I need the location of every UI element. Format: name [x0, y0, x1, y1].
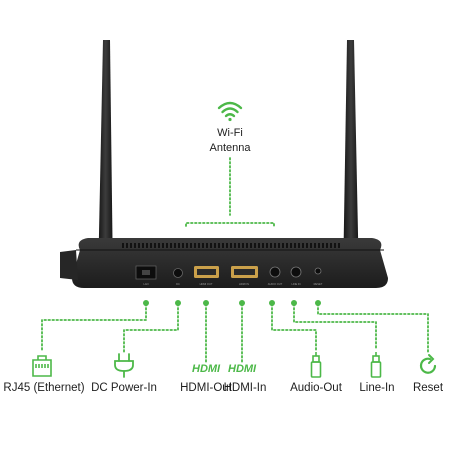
vent-slot	[210, 243, 212, 248]
vent-slot	[222, 243, 224, 248]
vent-slot	[250, 243, 252, 248]
vent-slot	[134, 243, 136, 248]
vent-slot	[290, 243, 292, 248]
vent-slot	[182, 243, 184, 248]
label-line-in: Line-In	[359, 382, 395, 394]
reset-arrow-icon	[419, 354, 437, 374]
vent-slot	[326, 243, 328, 248]
vent-slot	[190, 243, 192, 248]
vent-slot	[282, 243, 284, 248]
device-line-in-port	[290, 266, 302, 278]
vent-slot	[262, 243, 264, 248]
vent-slot	[154, 243, 156, 248]
device-dc-port	[173, 268, 183, 278]
vent-slot	[166, 243, 168, 248]
port-print-dc: DC	[176, 282, 180, 286]
vent-slot	[206, 243, 208, 248]
vent-slot	[174, 243, 176, 248]
vent-slot	[334, 243, 336, 248]
vent-slot	[298, 243, 300, 248]
port-print-audio-out: AUDIO OUT	[268, 282, 283, 286]
vent-slot	[234, 243, 236, 248]
label-dc-power-in: DC Power-In	[91, 382, 157, 394]
vent-slot	[194, 243, 196, 248]
vent-slot	[146, 243, 148, 248]
vent-slot	[150, 243, 152, 248]
port-print-hdmi-out: HDMI OUT	[200, 282, 213, 286]
vent-slot	[274, 243, 276, 248]
port-print-reset: RESET	[314, 282, 323, 286]
port-print-lan: LAN	[143, 282, 148, 286]
vent-slot	[238, 243, 240, 248]
label-hdmi-out: HDMI-Out	[180, 382, 232, 394]
hdmi-in-logo: HDMI	[228, 363, 257, 375]
vent-slot	[314, 243, 316, 248]
wifi-antenna-label-line2: Antenna	[209, 142, 251, 154]
vent-slot	[266, 243, 268, 248]
wifi-antenna-label-line1: Wi-Fi	[217, 127, 243, 139]
vent-slot	[226, 243, 228, 248]
vent-slot	[322, 243, 324, 248]
port-print-hdmi-in: HDMI IN	[239, 282, 249, 286]
device-rj45-port	[135, 265, 157, 280]
vent-slot	[270, 243, 272, 248]
vent-slot	[278, 243, 280, 248]
vent-grille	[122, 243, 340, 248]
label-hdmi-in: HDMI-In	[223, 382, 267, 394]
vent-slot	[186, 243, 188, 248]
vent-slot	[178, 243, 180, 248]
device-reset-hole	[314, 267, 322, 275]
vent-slot	[338, 243, 340, 248]
device-port-labels: LAN DC HDMI OUT HDMI IN AUDIO OUT LINE I…	[143, 282, 322, 286]
vent-slot	[306, 243, 308, 248]
line-in-jack-icon	[370, 352, 382, 378]
hdmi-logo-text: HDMI	[228, 363, 257, 375]
vent-slot	[242, 243, 244, 248]
vent-slot	[330, 243, 332, 248]
vent-slot	[318, 243, 320, 248]
vent-slot	[214, 243, 216, 248]
ethernet-port-icon	[32, 355, 52, 377]
vent-slot	[130, 243, 132, 248]
port-leader-dots	[143, 300, 321, 306]
power-plug-icon	[114, 353, 134, 378]
vent-slot	[246, 243, 248, 248]
device-audio-out-port	[269, 266, 281, 278]
right-antenna	[343, 40, 359, 282]
left-antenna	[98, 40, 113, 282]
vent-slot	[170, 243, 172, 248]
vent-slot	[286, 243, 288, 248]
vent-slot	[254, 243, 256, 248]
vent-slot	[218, 243, 220, 248]
vent-slot	[162, 243, 164, 248]
vent-slot	[198, 243, 200, 248]
port-leader-lines	[41, 303, 429, 363]
port-print-line-in: LINE IN	[291, 282, 300, 286]
vent-slot	[142, 243, 144, 248]
device-hdmi-in-port	[231, 266, 258, 278]
vent-slot	[310, 243, 312, 248]
vent-slot	[302, 243, 304, 248]
hdmi-out-logo: HDMI	[192, 363, 221, 375]
vent-slot	[126, 243, 128, 248]
label-rj45-ethernet: RJ45 (Ethernet)	[3, 382, 85, 394]
label-audio-out: Audio-Out	[290, 382, 342, 394]
audio-out-jack-icon	[310, 352, 322, 378]
vent-slot	[230, 243, 232, 248]
vent-slot	[258, 243, 260, 248]
vent-slot	[158, 243, 160, 248]
wifi-icon	[217, 101, 243, 122]
vent-slot	[122, 243, 124, 248]
vent-slot	[294, 243, 296, 248]
device-hdmi-out-port	[194, 266, 219, 278]
vent-slot	[138, 243, 140, 248]
label-reset: Reset	[412, 382, 444, 394]
wifi-antenna-label: Wi-Fi Antenna	[210, 126, 251, 156]
antenna-connector-lines	[185, 157, 275, 227]
vent-slot	[202, 243, 204, 248]
hdmi-logo-text: HDMI	[192, 363, 221, 375]
